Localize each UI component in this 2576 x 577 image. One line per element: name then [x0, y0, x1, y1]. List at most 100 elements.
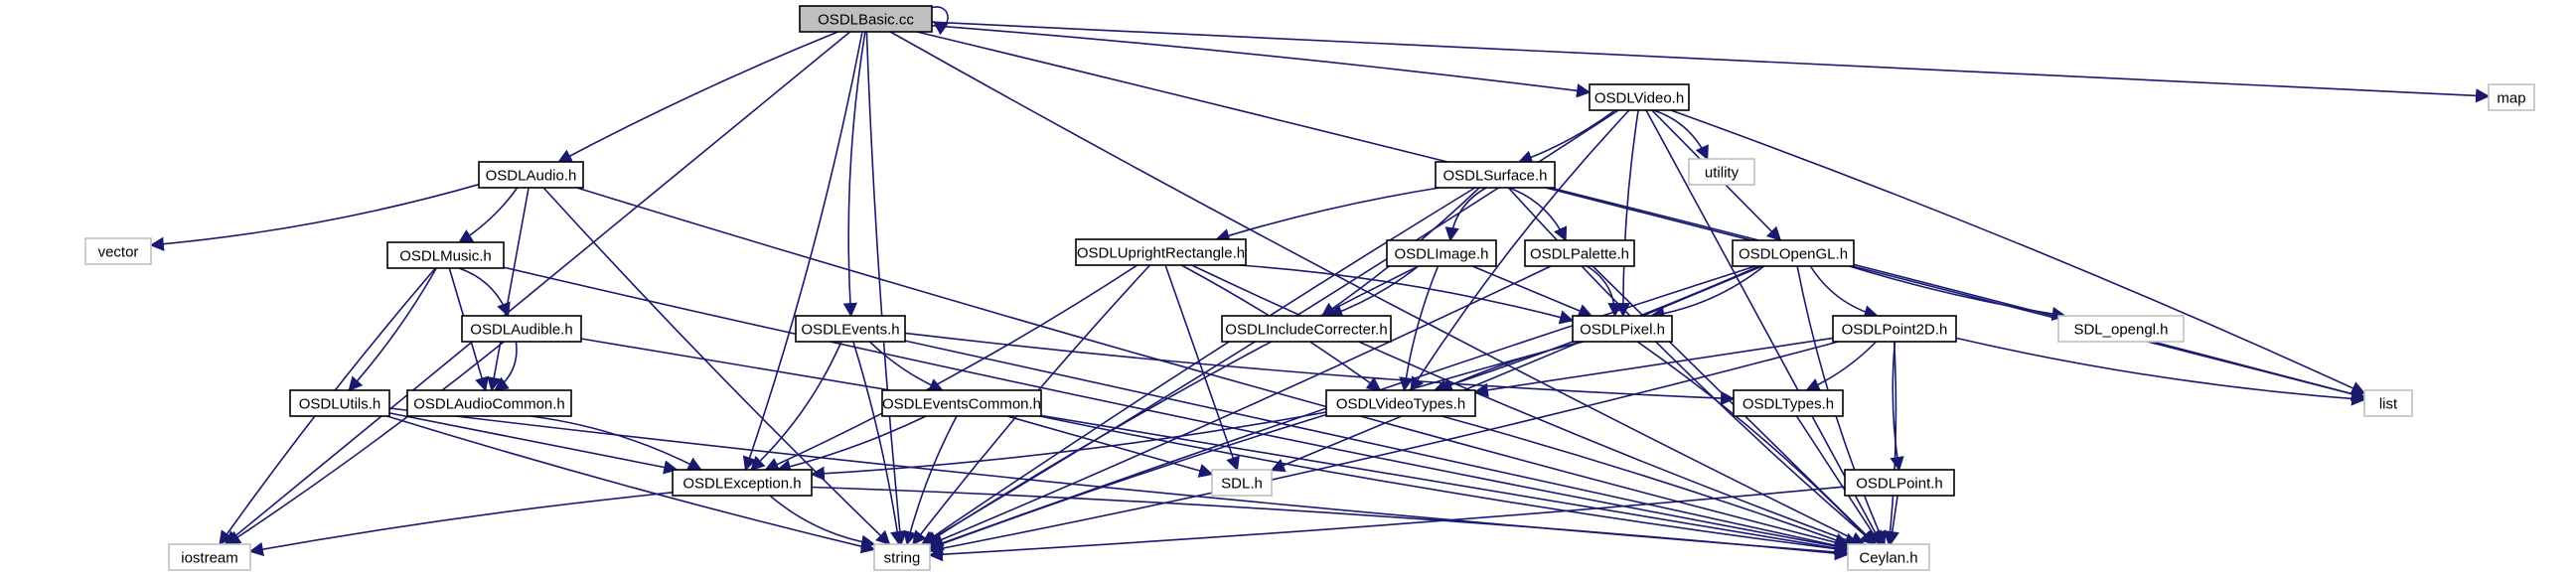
node-label-upright: OSDLUprightRectangle.h	[1077, 245, 1245, 262]
edge-video-to-videotypes	[1410, 109, 1630, 392]
edge-exception-to-iostream	[248, 492, 674, 557]
node-label-list: list	[2379, 396, 2398, 413]
node-audible[interactable]: OSDLAudible.h	[461, 315, 582, 343]
node-exception[interactable]: OSDLException.h	[672, 469, 813, 497]
node-box-eventscommon	[881, 389, 1042, 417]
node-sdl: SDL.h	[1211, 469, 1273, 497]
edge-basic-to-string	[865, 31, 907, 546]
edge-surface-to-list	[1545, 187, 2366, 401]
edge-basic-to-iostream	[224, 31, 851, 545]
edge-audio-to-audiocommon	[487, 187, 530, 392]
edge-utils-to-string	[386, 415, 876, 554]
node-utility: utility	[1688, 158, 1755, 186]
node-box-map	[2488, 83, 2535, 111]
node-box-ceylan	[1847, 543, 1930, 571]
node-label-video: OSDLVideo.h	[1594, 90, 1684, 107]
edge-image-to-includecorr	[1327, 265, 1420, 319]
edge-basic-to-video	[931, 24, 1591, 98]
edge-upright-to-exception	[764, 264, 1138, 472]
node-label-includecorr: OSDLIncludeCorrecter.h	[1225, 322, 1387, 339]
node-image[interactable]: OSDLImage.h	[1386, 239, 1497, 267]
edge-exception-to-ceylan	[811, 486, 1850, 561]
node-ceylan: Ceylan.h	[1847, 543, 1930, 571]
node-sdlopengl: SDL_opengl.h	[2057, 315, 2185, 343]
node-label-point2d: OSDLPoint2D.h	[1842, 322, 1948, 339]
edge-surface-to-ceylan	[1507, 187, 1877, 545]
node-point2d[interactable]: OSDLPoint2D.h	[1832, 315, 1957, 343]
edge-opengl-to-point2d	[1809, 265, 1879, 320]
node-box-includecorr	[1221, 315, 1392, 343]
edge-eventscommon-to-sdl	[1006, 415, 1214, 478]
node-point[interactable]: OSDLPoint.h	[1844, 469, 1955, 497]
node-box-sdl	[1211, 469, 1273, 497]
node-video[interactable]: OSDLVideo.h	[1589, 83, 1690, 111]
node-box-audible	[461, 315, 582, 343]
node-label-sdlopengl: SDL_opengl.h	[2073, 322, 2168, 339]
node-label-palette: OSDLPalette.h	[1530, 246, 1629, 263]
edge-audible-to-iostream	[226, 341, 505, 545]
node-utils[interactable]: OSDLUtils.h	[289, 389, 390, 417]
node-box-audio	[478, 161, 584, 189]
node-types[interactable]: OSDLTypes.h	[1733, 389, 1844, 417]
edge-audiocommon-to-exception	[530, 415, 702, 471]
node-label-music: OSDLMusic.h	[399, 248, 492, 265]
node-label-types: OSDLTypes.h	[1743, 396, 1834, 413]
node-palette[interactable]: OSDLPalette.h	[1524, 239, 1635, 267]
node-pixel[interactable]: OSDLPixel.h	[1572, 315, 1673, 343]
node-eventscommon[interactable]: OSDLEventsCommon.h	[881, 389, 1042, 417]
edge-surface-to-string	[921, 187, 1476, 545]
node-music[interactable]: OSDLMusic.h	[386, 241, 505, 269]
node-videotypes[interactable]: OSDLVideoTypes.h	[1325, 389, 1476, 417]
edge-types-to-ceylan	[1795, 415, 1882, 546]
edge-audible-to-ceylan	[580, 338, 1850, 556]
node-audio[interactable]: OSDLAudio.h	[478, 161, 584, 189]
edge-pixel-to-string	[928, 341, 1583, 551]
node-includecorr[interactable]: OSDLIncludeCorrecter.h	[1221, 315, 1392, 343]
node-string: string	[873, 543, 931, 571]
edge-basic-to-events	[842, 31, 866, 318]
edge-video-to-utility	[1653, 109, 1709, 161]
edge-image-to-pixel	[1471, 265, 1593, 318]
node-label-point: OSDLPoint.h	[1856, 476, 1943, 493]
node-surface[interactable]: OSDLSurface.h	[1435, 161, 1556, 189]
edge-music-to-audible	[458, 267, 511, 318]
node-upright[interactable]: OSDLUprightRectangle.h	[1075, 238, 1247, 266]
edge-video-to-list	[1670, 109, 2366, 395]
edge-videotypes-to-ceylan	[1440, 415, 1850, 547]
node-box-point	[1844, 469, 1955, 497]
node-label-map: map	[2497, 90, 2525, 107]
node-label-audio: OSDLAudio.h	[486, 168, 577, 185]
node-label-eventscommon: OSDLEventsCommon.h	[882, 396, 1041, 413]
node-box-image	[1386, 239, 1497, 267]
node-box-basic	[799, 5, 933, 33]
node-label-opengl: OSDLOpenGL.h	[1739, 246, 1848, 263]
edge-point-to-ceylan	[1885, 495, 1899, 546]
edge-audio-to-string	[542, 187, 891, 546]
edge-pixel-to-ceylan	[1636, 341, 1875, 546]
node-box-opengl	[1732, 239, 1855, 267]
edge-exception-to-string	[769, 495, 876, 549]
node-box-videotypes	[1325, 389, 1476, 417]
node-box-surface	[1435, 161, 1556, 189]
node-box-utils	[289, 389, 390, 417]
node-label-string: string	[884, 550, 921, 567]
node-label-audiocommon: OSDLAudioCommon.h	[413, 396, 565, 413]
edge-music-to-ceylan	[503, 266, 1850, 554]
edge-palette-to-pixel	[1586, 265, 1622, 318]
node-basic[interactable]: OSDLBasic.cc	[799, 5, 933, 33]
node-audiocommon[interactable]: OSDLAudioCommon.h	[406, 389, 572, 417]
edge-point2d-to-types	[1805, 341, 1878, 392]
node-opengl[interactable]: OSDLOpenGL.h	[1732, 239, 1855, 267]
node-label-utils: OSDLUtils.h	[299, 396, 381, 413]
edge-events-to-types	[904, 332, 1736, 406]
node-label-vector: vector	[98, 244, 139, 261]
edge-basic-to-exception	[742, 31, 863, 472]
node-box-string	[873, 543, 931, 571]
edge-videotypes-to-exception	[810, 411, 1327, 482]
node-label-utility: utility	[1705, 165, 1740, 182]
node-box-utility	[1688, 158, 1755, 186]
node-events[interactable]: OSDLEvents.h	[795, 315, 906, 343]
node-box-video	[1589, 83, 1690, 111]
edge-palette-to-string	[928, 265, 1552, 547]
edge-music-to-utils	[348, 267, 437, 392]
